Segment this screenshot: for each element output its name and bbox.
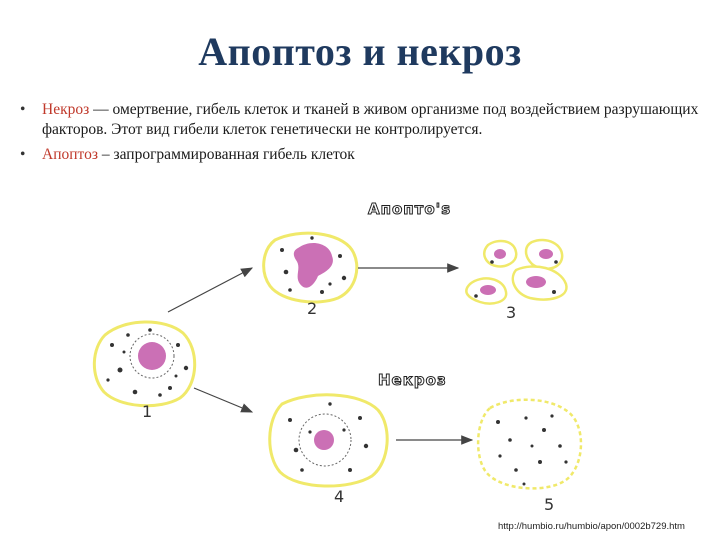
cell-stage-2: 2	[262, 231, 359, 318]
slide-title: Апоптоз и некроз	[198, 29, 522, 74]
bullet-dot: •	[20, 146, 26, 163]
bullet-dot: •	[20, 101, 26, 118]
source-url: http://humbio.ru/humbio/apon/0002b729.ht…	[498, 521, 685, 532]
cell-stage-1: 1	[92, 320, 197, 421]
cell-stage-5: 5	[476, 398, 583, 514]
cell-death-diagram: Апопто's Некроз 1 2	[92, 200, 583, 514]
bullet-apoptosis: • Апоптоз – запрограммированная гибель к…	[20, 145, 700, 165]
apoptosis-diagram-label: Апопто's	[368, 200, 451, 218]
term-apoptosis: Апоптоз	[42, 146, 98, 163]
arrow-1-to-4	[193, 387, 254, 413]
bullet-list: • Некроз — омертвение, гибель клеток и т…	[20, 100, 700, 170]
stage-label-5: 5	[544, 495, 554, 514]
bullet-necrosis: • Некроз — омертвение, гибель клеток и т…	[20, 100, 700, 140]
cell-stage-3: 3	[465, 238, 568, 322]
stage-label-3: 3	[506, 303, 516, 322]
stage-label-2: 2	[307, 299, 317, 318]
arrow-1-to-2	[167, 267, 254, 313]
cell-stage-4: 4	[268, 393, 389, 506]
definition-apoptosis: – запрограммированная гибель клеток	[97, 146, 355, 163]
term-necrosis: Некроз	[42, 101, 90, 118]
definition-necrosis: — омертвение, гибель клеток и тканей в ж…	[42, 101, 699, 138]
stage-label-1: 1	[142, 402, 152, 421]
stage-label-4: 4	[334, 487, 344, 506]
necrosis-diagram-label: Некроз	[378, 371, 447, 389]
